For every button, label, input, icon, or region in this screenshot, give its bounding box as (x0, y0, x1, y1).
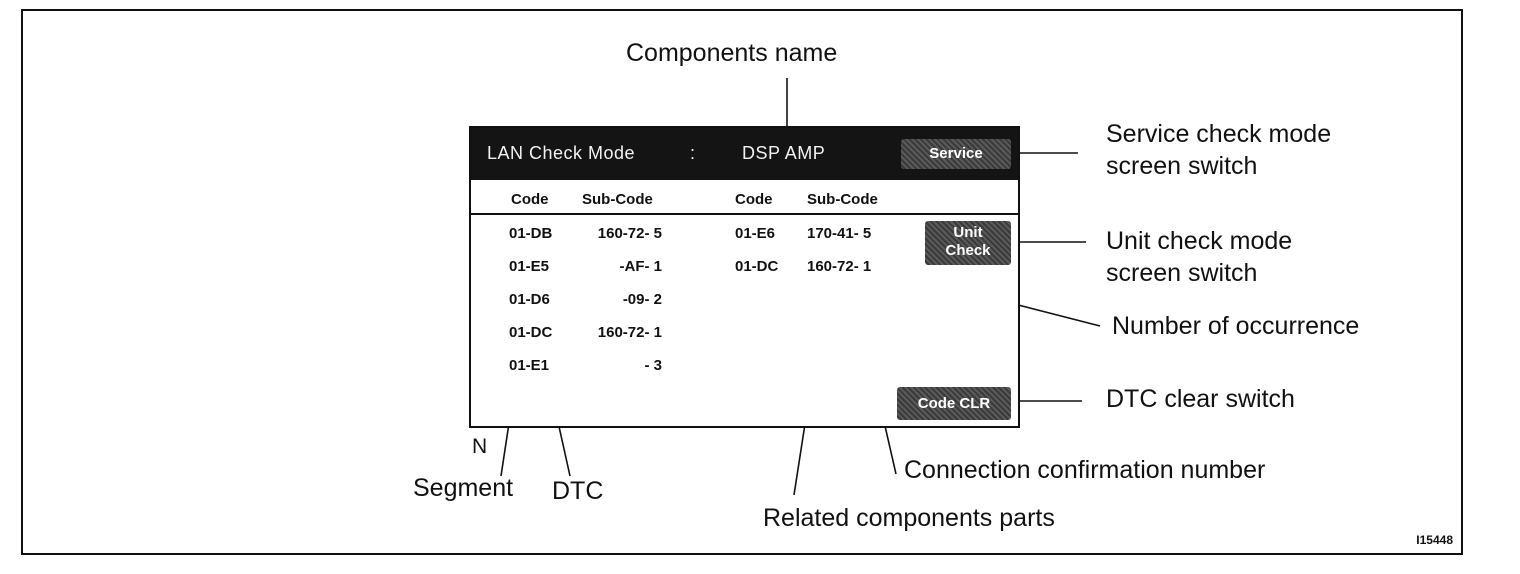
dtc-code: 01-E5 (509, 258, 550, 275)
callout-occurrence: Number of occurrence (1112, 312, 1360, 340)
unit-check-button[interactable]: Unit Check (925, 221, 1011, 265)
dtc-subcode: -AF- 1 (619, 258, 663, 275)
callout-service-line1: Service check mode (1106, 120, 1332, 148)
callout-related: Related components parts (763, 504, 1055, 532)
code-clr-button[interactable]: Code CLR (897, 387, 1011, 420)
lan-check-screen: LAN Check Mode : DSP AMP Service Code Su… (469, 126, 1020, 428)
col-header-code-right: Code (735, 191, 773, 208)
figure-frame: I15448 (21, 9, 1463, 555)
screen-header: LAN Check Mode : DSP AMP Service (471, 128, 1018, 180)
dtc-code: 01-DB (509, 225, 553, 242)
callout-unit-line2: screen switch (1106, 259, 1258, 287)
callout-dtc-clear: DTC clear switch (1106, 385, 1295, 413)
component-name: DSP AMP (742, 143, 826, 163)
dtc-code: 01-D6 (509, 291, 550, 308)
col-header-subcode-right: Sub-Code (807, 191, 878, 208)
dtc-subcode: 160-72- 1 (597, 324, 662, 341)
header-divider (471, 213, 1018, 215)
callout-segment: Segment (413, 474, 514, 502)
dtc-subcode: 170-41- 5 (807, 225, 872, 242)
dtc-subcode: -09- 2 (622, 291, 662, 308)
dtc-code: 01-E1 (509, 357, 550, 374)
col-header-code-left: Code (511, 191, 549, 208)
unit-check-line2: Check (945, 242, 991, 259)
service-button[interactable]: Service (901, 139, 1011, 169)
dtc-subcode: - 3 (644, 357, 662, 374)
callout-service-line2: screen switch (1106, 152, 1258, 180)
callout-connection: Connection confirmation number (904, 456, 1266, 484)
col-header-subcode-left: Sub-Code (582, 191, 653, 208)
header-separator: : (690, 143, 696, 163)
dtc-code: 01-E6 (735, 225, 776, 242)
unit-check-line1: Unit (953, 224, 983, 241)
dtc-code: 01-DC (735, 258, 779, 275)
dtc-subcode: 160-72- 1 (807, 258, 872, 275)
n-label: N (472, 435, 488, 458)
dtc-subcode: 160-72- 5 (597, 225, 662, 242)
callout-components-name: Components name (626, 39, 838, 67)
mode-label: LAN Check Mode (487, 143, 636, 163)
dtc-code: 01-DC (509, 324, 553, 341)
figure-id: I15448 (1416, 533, 1453, 547)
callout-unit-line1: Unit check mode (1106, 227, 1293, 255)
callout-dtc: DTC (552, 477, 604, 505)
